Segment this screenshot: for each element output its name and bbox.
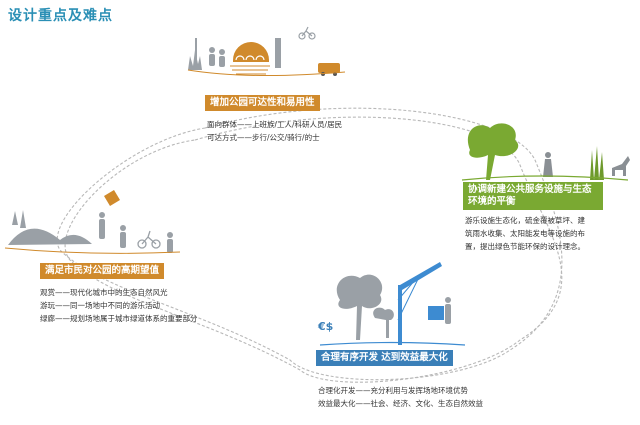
page-title: 设计重点及难点 <box>8 8 113 24</box>
currency-icon: €$ <box>317 320 333 333</box>
balance-line-1: 游乐设施生态化，硫金覆被草坪、建 <box>465 216 585 225</box>
crane-brace <box>397 274 421 321</box>
tree-icon <box>373 307 394 338</box>
balance-label: 协调新建公共服务设施与生态环境的平衡 <box>463 182 603 210</box>
needs-line-3: 绿廊——规划场地属于城市绿道体系的重要部分 <box>40 314 198 323</box>
needs-description: 观赏——现代化城市中的生态自然风光 游玩——同一场地中不同的游乐活动 绿廊——规… <box>40 286 198 325</box>
tree-icon <box>12 210 26 228</box>
balance-illustration <box>461 123 630 181</box>
needs-illustration <box>4 190 181 254</box>
access-illustration <box>187 26 346 77</box>
tree-icon <box>336 274 383 340</box>
water-lines <box>230 65 270 75</box>
needs-line-2: 游玩——同一场地中不同的游乐活动 <box>40 301 160 310</box>
bridge-arches <box>235 55 265 61</box>
benefit-label: 合理有序开发 达到效益最大化 <box>316 350 453 366</box>
bus-icon <box>318 63 340 73</box>
access-description: 面向群体——上班族/工人/科研人员/居民 可达方式——步行/公交/骑行/的士 <box>207 118 342 144</box>
benefit-description: 合理化开发——充分利用与发挥场地环境优势 效益最大化——社会、经济、文化、生态自… <box>318 384 483 410</box>
ground-line <box>319 341 466 346</box>
access-label: 增加公园可达性和易用性 <box>205 95 320 111</box>
building-icon <box>275 38 281 68</box>
needs-label: 满足市民对公园的高期望值 <box>40 263 165 279</box>
tree-icon <box>188 50 202 70</box>
ground-line <box>461 175 629 181</box>
access-line-1: 面向群体——上班族/工人/科研人员/居民 <box>207 120 343 129</box>
crate-icon <box>428 306 444 320</box>
balance-line-2: 筑雨水收集、太阳能发电等设施的布 <box>465 229 585 238</box>
deer-icon <box>612 156 630 176</box>
ground-line <box>4 247 181 254</box>
bicycle-icon <box>137 230 161 249</box>
person-icon <box>167 232 173 238</box>
grass-icon <box>590 146 604 180</box>
person-icon <box>545 152 551 158</box>
balance-line-3: 置，提出绿色节能环保的设计理念。 <box>465 242 585 251</box>
person-icon <box>120 225 126 231</box>
tree-icon <box>467 123 519 180</box>
person-icon <box>99 212 105 218</box>
person-icon <box>209 47 215 53</box>
bicycle-icon <box>298 26 316 40</box>
hill-icon <box>8 228 92 245</box>
person-icon <box>445 297 451 303</box>
lamp-post <box>195 38 197 68</box>
ground-line <box>187 69 346 77</box>
person-icon <box>219 49 225 55</box>
balance-description: 游乐设施生态化，硫金覆被草坪、建 筑雨水收集、太阳能发电等设施的布 置，提出绿色… <box>465 214 585 253</box>
crane-icon <box>398 262 442 345</box>
kite-icon <box>104 190 120 206</box>
access-line-2: 可达方式——步行/公交/骑行/的士 <box>207 133 320 142</box>
needs-line-1: 观赏——现代化城市中的生态自然风光 <box>40 288 168 297</box>
benefit-line-2: 效益最大化——社会、经济、文化、生态自然效益 <box>318 399 483 408</box>
benefit-illustration <box>319 262 466 346</box>
benefit-line-1: 合理化开发——充分利用与发挥场地环境优势 <box>318 386 468 395</box>
